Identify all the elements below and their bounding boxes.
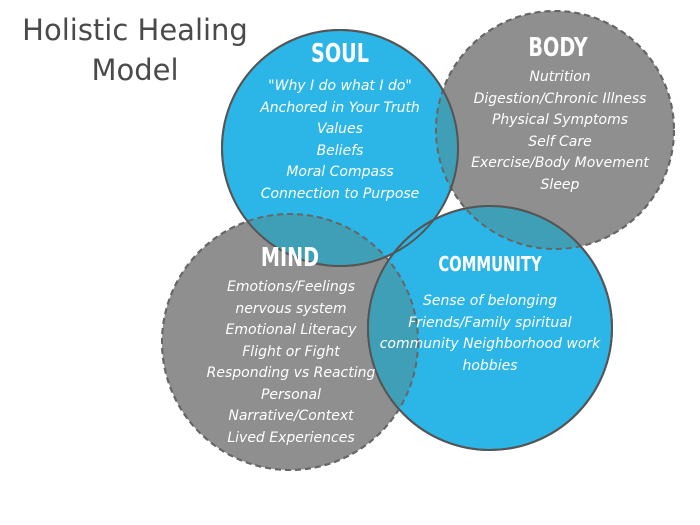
body-item: Physical Symptoms [491,112,629,128]
soul-outline [221,29,459,267]
body-item: Exercise/Body Movement [471,155,649,171]
title-line-1: Holistic Healing [22,13,248,47]
mind-outline [161,213,419,471]
soul-item: Connection to Purpose [260,185,420,202]
mind-item: Emotions/Feelings [227,279,355,295]
mind-item: Emotional Literacy [225,322,357,338]
body-item: Sleep [540,176,580,193]
mind-heading: MIND [260,243,320,273]
mind-item: Personal [260,386,321,403]
soul-item: "Why I do what I do" [268,78,412,94]
soul-item: Anchored in Your Truth [260,99,420,116]
community-text: Sense of belonging Friends/Family spirit… [379,293,601,374]
body-items: Nutrition Digestion/Chronic Illness Phys… [460,67,660,196]
mind-item: Narrative/Context [228,408,354,424]
body-item: Nutrition [529,69,591,85]
body-outline [435,10,675,250]
body-heading: BODY [528,33,588,63]
soul-item: Values [317,121,363,137]
community-heading: COMMUNITY [438,252,542,276]
mind-items: Emotions/Feelings nervous system Emotion… [191,277,391,449]
mind-item: nervous system [235,300,347,317]
body-item: Self Care [528,133,592,150]
community-outline [367,205,613,451]
mind-item: Responding vs Reacting [206,365,376,381]
soul-heading: SOUL [311,39,369,69]
body-item: Digestion/Chronic Illness [473,90,647,107]
soul-item: Moral Compass [286,164,394,180]
title-line-2: Model [91,53,179,87]
soul-items: "Why I do what I do" Anchored in Your Tr… [240,76,440,205]
page-title: Holistic Healing Model [10,10,260,90]
soul-item: Beliefs [316,142,364,159]
mind-item: Lived Experiences [227,429,355,446]
mind-item: Flight or Fight [242,343,340,360]
